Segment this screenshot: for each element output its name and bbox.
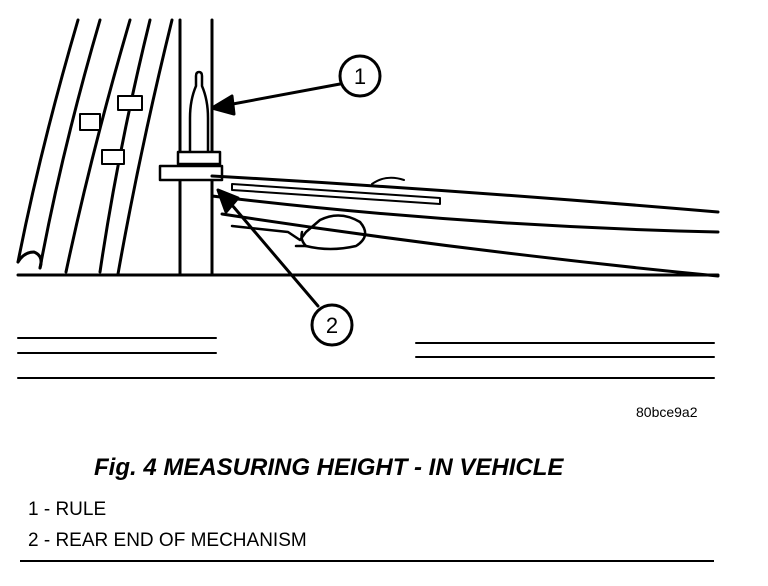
bottom-divider	[20, 560, 714, 562]
rule	[158, 70, 224, 182]
callout-1-number: 1	[354, 64, 366, 89]
illustration: 1 2	[16, 18, 720, 379]
callout-1-circle	[338, 54, 382, 98]
legend-item-mechanism: 2 - REAR END OF MECHANISM	[28, 530, 307, 551]
callout-2-leader	[216, 188, 320, 308]
callout-1-leader	[210, 82, 342, 116]
figure-code: 80bce9a2	[636, 404, 698, 420]
legend-item-rule: 1 - RULE	[28, 499, 107, 520]
callout-2-number: 2	[326, 313, 338, 338]
mechanism-handle	[230, 214, 367, 251]
figure-caption: Fig. 4 MEASURING HEIGHT - IN VEHICLE	[94, 454, 564, 481]
callout-2-circle	[310, 303, 354, 347]
seat-track	[210, 174, 720, 278]
seat-back-frame	[16, 18, 174, 276]
floor-trim-lines	[17, 337, 715, 379]
